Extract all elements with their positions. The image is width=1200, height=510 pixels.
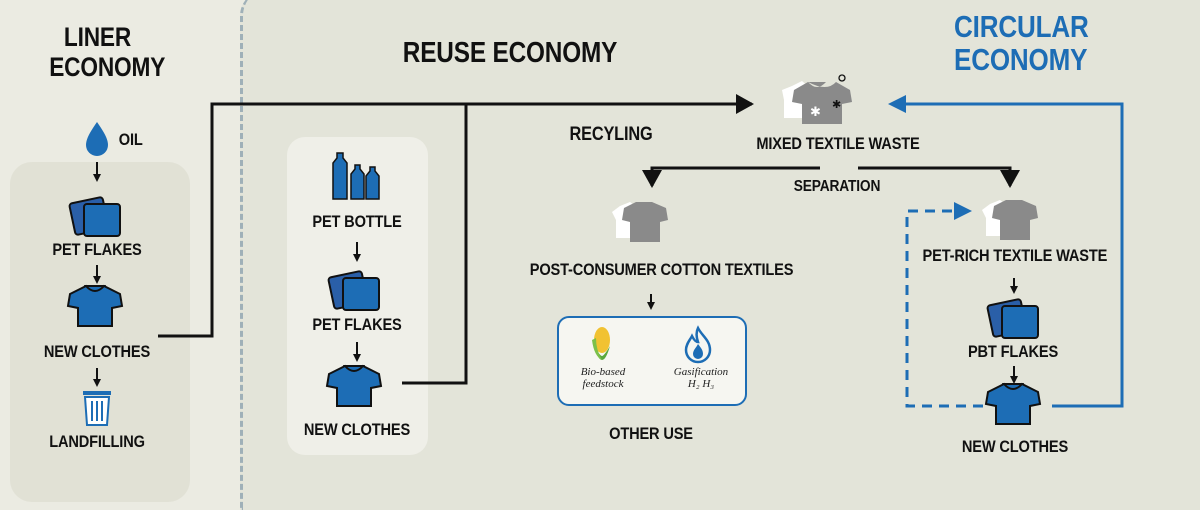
oil-drop-icon [86, 122, 108, 156]
circular-return-arrow [888, 95, 1124, 408]
tshirt-icon [984, 382, 1042, 425]
circular-dashed-arrow [905, 202, 983, 408]
gasification-label: Gasification H₂ H₃ [673, 366, 729, 390]
pet-rich-shirts-icon [982, 200, 1038, 240]
post-consumer-label: POST-CONSUMER COTTON TEXTILES [529, 260, 794, 279]
other-use-label: OTHER USE [609, 424, 693, 443]
recycling-lines [158, 94, 754, 385]
svg-text:✱: ✱ [810, 105, 821, 120]
mixed-shirts-icon: ✱ ✱ [782, 74, 852, 124]
circular-new-clothes-label: NEW CLOTHES [961, 437, 1069, 456]
reuse-pet-flakes-label: PET FLAKES [312, 315, 402, 334]
reuse-pet-bottle-label: PET BOTTLE [312, 212, 402, 231]
separation-label: SEPARATION [793, 178, 881, 195]
other-use-box [557, 316, 747, 406]
liner-pet-flakes-label: PET FLAKES [52, 240, 142, 259]
flakes-icon [68, 196, 121, 237]
pbt-flakes-label: PBT FLAKES [967, 342, 1059, 361]
oil-label: OIL [118, 130, 143, 149]
corn-icon [592, 327, 610, 360]
flow-arrows [93, 94, 1124, 408]
pet-rich-label: PET-RICH TEXTILE WASTE [922, 246, 1108, 265]
bio-based-label: Bio-based feedstock [580, 366, 626, 390]
recycling-label: RECYLING [569, 124, 653, 145]
liner-new-clothes-label: NEW CLOTHES [43, 342, 151, 361]
landfilling-label: LANDFILLING [49, 432, 145, 451]
tshirt-icon [66, 284, 124, 327]
flakes-icon [986, 298, 1039, 339]
svg-text:✱: ✱ [832, 98, 841, 111]
bottles-icon [332, 152, 380, 200]
reuse-new-clothes-label: NEW CLOTHES [303, 420, 411, 439]
circular-title: CIRCULAR ECONOMY [954, 9, 1089, 77]
liner-title: LINER ECONOMY [49, 22, 166, 82]
icon-layer: ✱ ✱ [66, 74, 1042, 426]
reuse-title: REUSE ECONOMY [402, 37, 618, 69]
tshirt-icon [325, 364, 383, 407]
mixed-waste-label: MIXED TEXTILE WASTE [756, 134, 920, 153]
reuse-step-arrows [353, 242, 1018, 384]
flame-icon [684, 325, 712, 364]
post-consumer-shirts-icon [612, 202, 668, 242]
trash-bin-icon [83, 391, 111, 426]
flakes-icon [327, 270, 380, 311]
separation-arrows [642, 166, 1020, 188]
